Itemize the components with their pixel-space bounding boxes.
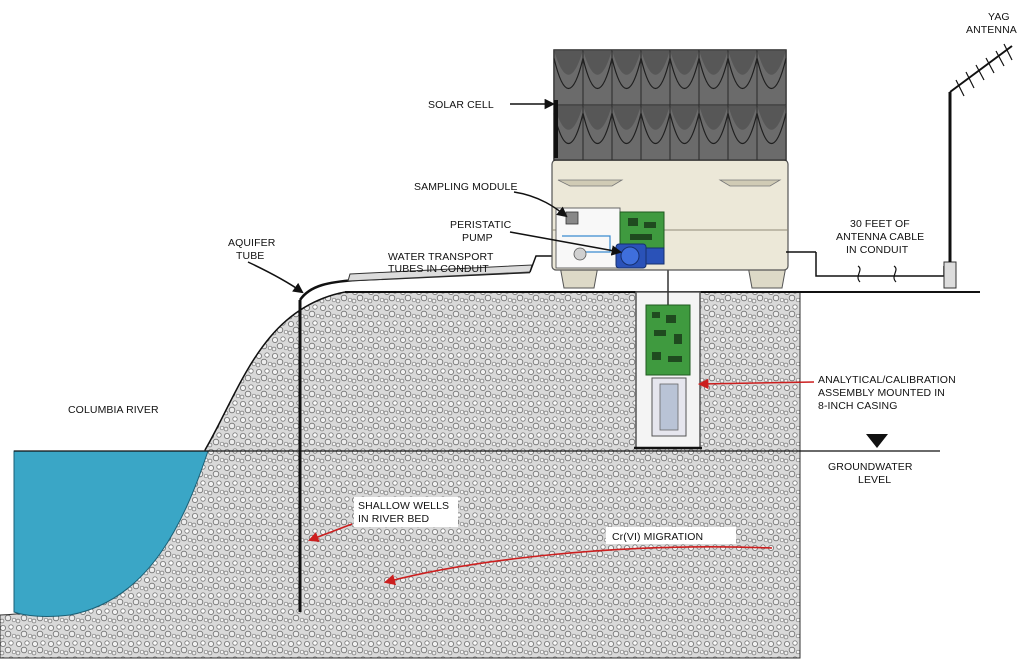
solar-cell-arc [582,58,613,90]
sampling-module-label: SAMPLING MODULE [414,181,518,193]
groundwater-level-triangle [866,434,888,448]
pump-arrow [509,231,623,256]
water-transport-label-line2: TUBES IN CONDUIT [388,263,489,275]
aquifer-tube-label-line1: AQUIFER [228,237,276,249]
solar-cell-shade [757,50,786,75]
solar-cell-arc [756,113,787,145]
aquifer-tube-arrow [247,261,304,294]
cable-squiggle-2 [893,265,897,283]
conduit-riser [529,255,556,273]
shallow-wells-label-line1: SHALLOW WELLS [358,500,449,512]
solar-cell-shade [554,50,583,75]
crvi-migration-arrow [383,546,773,586]
solar-cell-shade [728,105,757,130]
analytical-label-line2: ASSEMBLY MOUNTED IN [818,387,945,399]
solar-cell-arc [727,113,758,145]
water-transport-label-line1: WATER TRANSPORT [388,251,494,263]
solar-cell-arc [698,58,729,90]
solar-cell-label: SOLAR CELL [428,99,494,111]
solar-panel [553,49,787,161]
solar-cell-shade [554,105,583,130]
analytical-label-line1: ANALYTICAL/CALIBRATION [818,374,956,386]
solar-cell-shade [670,50,699,75]
aquifer-tube-label-line2: TUBE [236,250,264,262]
yag-antenna [943,43,1013,289]
solar-cell-arc [611,58,642,90]
sampling-module-arrow [513,191,568,218]
solar-cell-shade [699,105,728,130]
antenna-cable-label-line1: 30 FEET OF [850,218,910,230]
solar-cell-arc [698,113,729,145]
peristaltic-pump [615,243,665,269]
solar-cell-shade [583,50,612,75]
solar-cell-grid [553,49,787,161]
solar-cell-shade [757,105,786,130]
solar-cell-arc [640,58,671,90]
solar-cell-shade [612,105,641,130]
solar-cell-shade [641,105,670,130]
solar-cell-arc [582,113,613,145]
yag-antenna-label-line1: YAG [988,11,1010,23]
solar-cell-shade [612,50,641,75]
analytical-assembly-arrow [697,378,815,390]
analytical-label-line3: 8-INCH CASING [818,400,897,412]
solar-cell-shade [699,50,728,75]
yag-antenna-label-line2: ANTENNA [966,24,1017,36]
solar-cell-arc [727,58,758,90]
bank-surface-line [204,291,346,451]
crvi-label-bg [606,527,736,544]
solar-cell-shade [583,105,612,130]
solar-cell-arc [669,58,700,90]
antenna-cable-label-line2: ANTENNA CABLE [836,231,924,243]
solar-cell-shade [641,50,670,75]
groundwater-label-line1: GROUNDWATER [828,461,913,473]
solar-cell-arc [669,113,700,145]
peristaltic-pump-label-line2: PUMP [462,232,493,244]
calibration-cylinder-inner [659,383,679,431]
solar-cell-arc [640,113,671,145]
shallow-wells-label-bg [354,497,458,527]
columbia-river-water [13,450,209,617]
crvi-migration-label: Cr(VI) MIGRATION [612,531,703,543]
solar-cell-shade [670,105,699,130]
shallow-wells-arrow [308,523,353,542]
groundwater-label-line2: LEVEL [858,474,891,486]
solar-cell-shade [728,50,757,75]
shallow-wells-label-line2: IN RIVER BED [358,513,430,525]
peristaltic-pump-label-line1: PERISTATIC [450,219,512,231]
solar-cell-arc [611,113,642,145]
antenna-cable-label-line3: IN CONDUIT [846,244,909,256]
solar-cell-arc [553,58,584,90]
analytical-board-chips [652,312,682,362]
cable-squiggle-1 [857,265,861,283]
solar-cell-arc [756,58,787,90]
columbia-river-label: COLUMBIA RIVER [68,404,159,416]
